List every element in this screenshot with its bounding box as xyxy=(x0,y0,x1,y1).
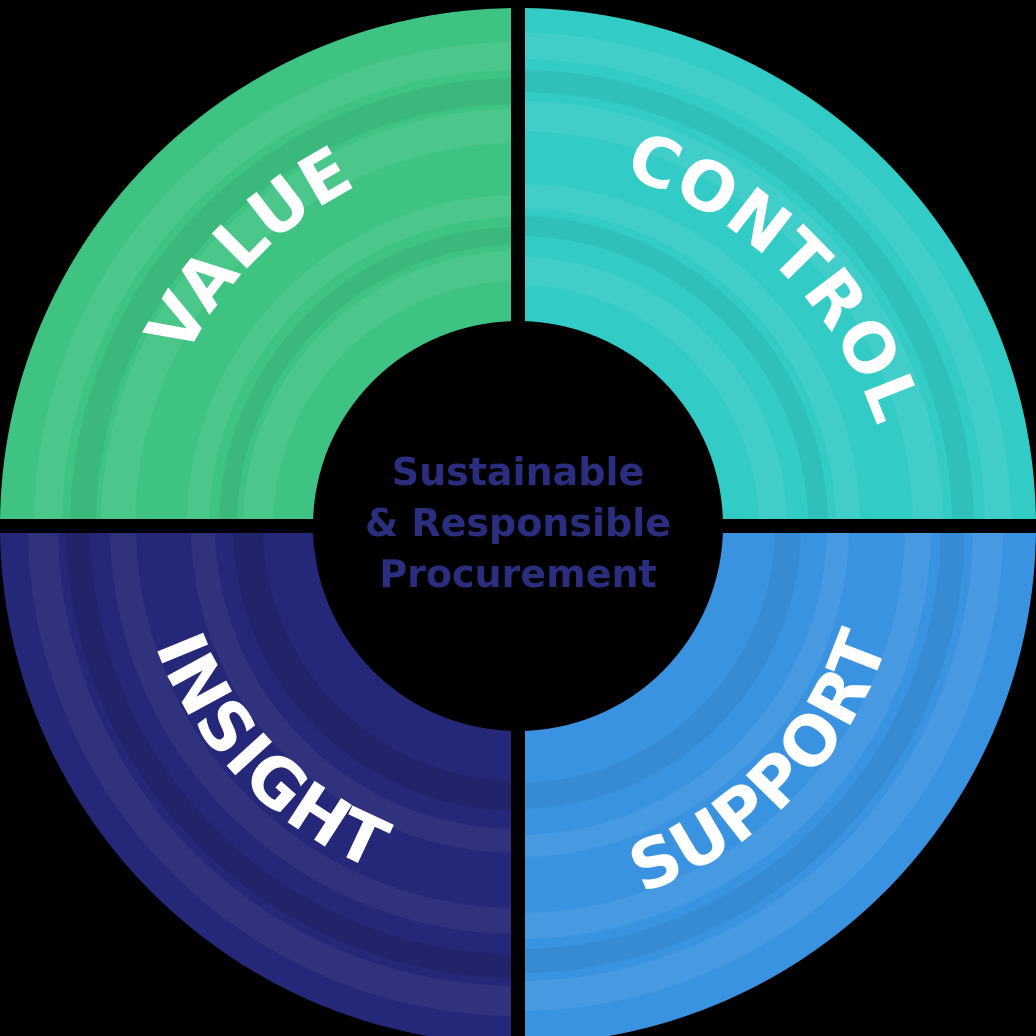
center-title: Sustainable & Responsible Procurement xyxy=(318,447,718,600)
center-title-line-2: & Responsible xyxy=(364,501,672,545)
center-disc xyxy=(313,321,723,731)
center-title-line-3: Procurement xyxy=(379,552,657,596)
center-title-line-1: Sustainable xyxy=(391,450,645,494)
